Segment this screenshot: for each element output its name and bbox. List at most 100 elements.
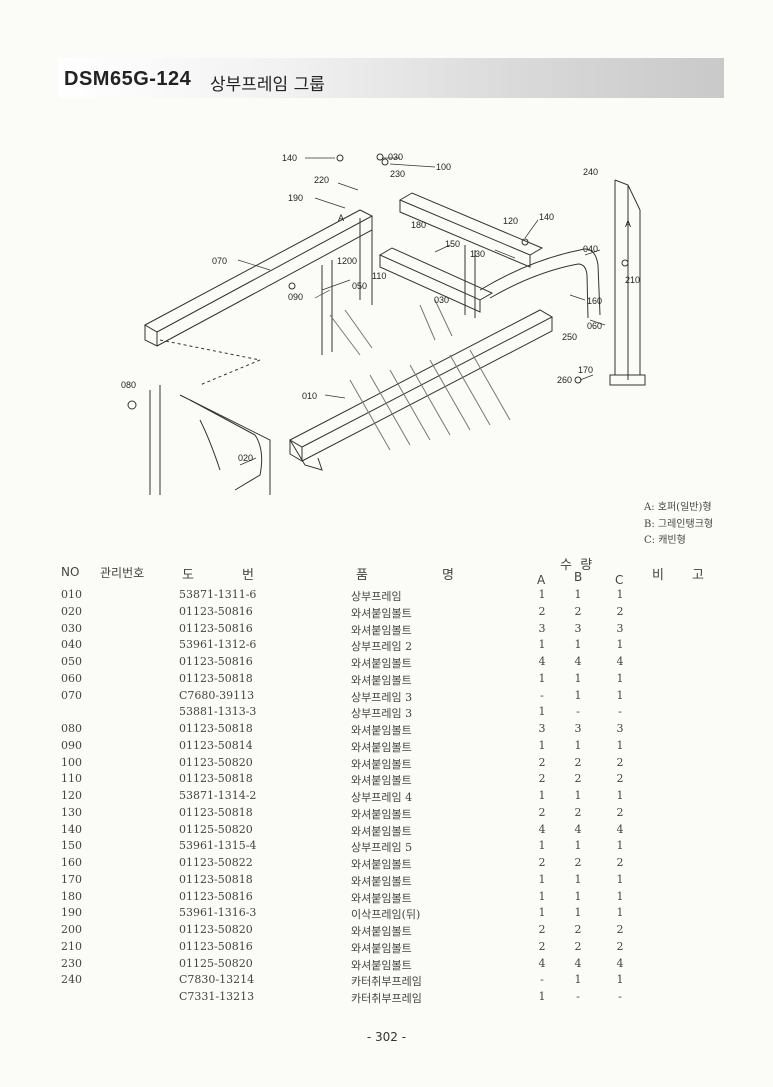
label-230: 230: [390, 169, 405, 179]
row-drawing-number: 01123-50818: [179, 772, 253, 786]
row-drawing-number: 01123-50816: [179, 655, 253, 668]
row-part-name: 와셔붙임볼트: [351, 724, 412, 737]
row-drawing-number: 01123-50816: [179, 621, 253, 635]
row-qty-b: 2: [574, 805, 582, 819]
row-drawing-number: C7830-13214: [179, 973, 255, 987]
row-part-name: 와셔붙임볼트: [351, 824, 412, 838]
header-drawing-b: 번: [242, 568, 254, 583]
row-drawing-number: 01123-50816: [179, 939, 253, 953]
table-row: 020 01123-50816 와셔붙임볼트 2 2 2: [0, 605, 773, 622]
row-drawing-number: 01123-50816: [179, 604, 253, 618]
row-qty-c: 3: [616, 722, 624, 735]
row-qty-c: -: [618, 990, 622, 1003]
header-qty-c: C: [615, 573, 624, 587]
row-qty-c: 3: [616, 621, 624, 635]
label-140b: 140: [539, 212, 554, 222]
label-030: 030: [388, 152, 403, 162]
row-qty-c: 1: [616, 789, 624, 802]
label-a-right: A: [625, 219, 631, 229]
row-qty-c: 4: [616, 822, 624, 836]
group-name: 상부프레임 그룹: [210, 75, 325, 95]
row-qty-a: 2: [538, 856, 546, 869]
row-drawing-number: 01125-50820: [179, 822, 253, 836]
label-a-left: A: [338, 213, 344, 223]
label-030b: 030: [434, 295, 449, 305]
row-qty-a: 2: [538, 923, 546, 936]
label-180: 180: [411, 220, 426, 230]
row-drawing-number: 01123-50822: [179, 856, 253, 869]
row-drawing-number: 53961-1315-4: [179, 839, 257, 853]
label-160: 160: [587, 296, 602, 306]
row-part-name: 와셔붙임볼트: [351, 774, 412, 788]
row-qty-b: -: [576, 705, 580, 719]
header-qty-b: B: [574, 570, 583, 584]
frame-150: [378, 247, 494, 301]
row-no: 160: [61, 856, 82, 869]
row-qty-b: 1: [574, 789, 582, 802]
row-qty-c: 1: [616, 588, 624, 601]
row-no: 020: [61, 604, 82, 618]
label-040: 040: [583, 244, 598, 254]
row-qty-c: 1: [616, 973, 624, 987]
row-no: 060: [61, 671, 82, 685]
row-part-name: 상부프레임 3: [351, 690, 413, 704]
row-qty-a: 1: [538, 789, 546, 802]
row-drawing-number: 01123-50816: [179, 889, 253, 903]
row-qty-b: 1: [574, 906, 582, 920]
row-no: 110: [61, 772, 82, 786]
row-qty-c: 2: [616, 805, 624, 819]
row-qty-a: 1: [538, 705, 546, 719]
frame-120: [398, 192, 544, 256]
row-qty-a: 2: [538, 604, 546, 618]
row-qty-c: 1: [616, 638, 624, 652]
row-qty-c: 2: [616, 923, 624, 936]
row-drawing-number: C7680-39113: [179, 688, 255, 702]
row-qty-b: 2: [574, 604, 582, 618]
row-drawing-number: 01123-50820: [179, 923, 253, 936]
frame-070: [143, 209, 374, 333]
row-part-name: 카터취부프레임: [351, 975, 422, 989]
row-qty-b: 1: [574, 738, 582, 752]
row-qty-a: 1: [538, 588, 546, 601]
row-drawing-number: 01125-50820: [179, 956, 253, 970]
row-drawing-number: 53961-1312-6: [179, 638, 257, 652]
row-no: 050: [61, 655, 82, 668]
row-qty-b: 1: [574, 688, 582, 702]
row-no: 130: [61, 805, 82, 819]
header-remark-b: 고: [692, 568, 704, 583]
pipe-040: [479, 248, 601, 316]
frame-020: [149, 385, 271, 495]
row-qty-b: 3: [574, 621, 582, 635]
row-part-name: 와셔붙임볼트: [351, 606, 412, 620]
row-qty-b: 2: [574, 923, 582, 936]
row-qty-a: -: [540, 688, 544, 702]
label-110: 110: [372, 271, 386, 281]
header-name-b: 명: [442, 568, 454, 583]
row-drawing-number: 53881-1313-3: [179, 705, 257, 719]
row-no: 070: [61, 688, 82, 702]
row-no: 200: [61, 923, 82, 936]
row-drawing-number: 01123-50818: [179, 872, 253, 886]
group-code: DSM65G-124: [64, 68, 192, 90]
label-250: 250: [562, 332, 577, 342]
row-qty-b: 4: [574, 956, 582, 970]
row-qty-a: 1: [538, 738, 546, 752]
row-no: 010: [61, 588, 82, 601]
row-part-name: 와셔붙임볼트: [351, 958, 412, 972]
row-qty-c: 2: [616, 604, 624, 618]
row-qty-a: 2: [538, 772, 546, 786]
row-part-name: 와셔붙임볼트: [351, 807, 412, 821]
label-090: 090: [288, 292, 303, 302]
row-qty-b: 2: [574, 772, 582, 786]
row-no: 090: [61, 738, 82, 752]
header-drawing-a: 도: [182, 568, 194, 583]
